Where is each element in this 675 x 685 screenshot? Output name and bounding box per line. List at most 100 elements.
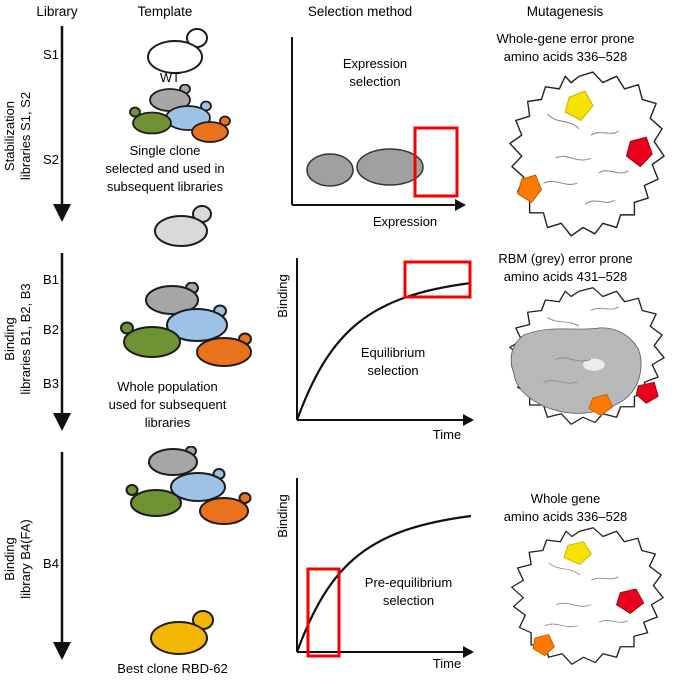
yeast-cell-green: [120, 321, 181, 358]
selection-title-pre-equilibrium: Pre-equilibrium selection: [346, 574, 471, 610]
column-header-selection-method: Selection method: [307, 4, 413, 19]
column-header-template: Template: [137, 4, 193, 19]
axis-arrowhead: [463, 414, 474, 426]
selection-title-line: Pre-equilibrium: [364, 575, 453, 590]
protein-structure-row1: [509, 71, 665, 237]
rbm-light-spot: [583, 358, 605, 371]
template-caption-whole-population: Whole population used for subsequent lib…: [100, 378, 235, 432]
selection-title-line: Expression: [342, 56, 408, 71]
side-label-binding-library-b4: Binding library B4(FA): [2, 474, 34, 644]
stage-label-s2: S2: [43, 152, 59, 167]
arrow-head: [53, 642, 71, 660]
structure-detail-line: [556, 602, 592, 607]
yeast-cell-grey: [148, 446, 198, 476]
axis-arrowhead: [463, 646, 474, 658]
structure-detail-line: [544, 623, 578, 627]
rbm-grey-region: [510, 327, 642, 414]
binding-curve: [295, 514, 472, 653]
structure-detail-line: [543, 180, 578, 185]
selection-title-line: Equilibrium: [360, 345, 426, 360]
structure-detail-line: [548, 562, 580, 576]
selection-title-expression: Expression selection: [315, 55, 435, 91]
structure-detail-line: [555, 155, 592, 161]
protein-structure-row3: [511, 527, 664, 665]
side-label-line: Stabilization: [2, 100, 17, 172]
side-label-stabilization-libraries: Stabilization libraries S1, S2: [2, 51, 34, 221]
caption-line: Single clone: [129, 143, 201, 158]
mutation-patch-yellow: [564, 90, 594, 122]
arrow-head: [53, 204, 71, 222]
caption-line: subsequent libraries: [106, 179, 224, 194]
mutagenesis-title-line: Whole gene: [530, 491, 601, 506]
mutation-patch-orange: [588, 393, 614, 417]
yeast-cell-light-grey: [154, 205, 212, 247]
x-axis-label-time: Time: [432, 656, 462, 671]
stage-label-b2: B2: [43, 322, 59, 337]
yeast-cell-orange: [196, 332, 252, 367]
protein-structure-row2: [509, 287, 665, 425]
structure-detail-line: [598, 620, 629, 623]
mutation-patch-red: [635, 381, 659, 404]
yeast-library-cluster-3: [125, 446, 252, 525]
wt-label: WT: [159, 70, 181, 85]
selected-clone-cell: [154, 205, 212, 247]
mutagenesis-title-line: Whole-gene error prone: [496, 31, 635, 46]
stage-label-b1: B1: [43, 272, 59, 287]
protein-structure-outline: [511, 527, 664, 665]
side-label-line: library B4(FA): [18, 519, 33, 599]
stage-arrow-binding-b123: [53, 253, 71, 431]
side-label-line: Binding: [2, 317, 17, 361]
yeast-cell-yellow: [150, 610, 214, 655]
side-label-line: libraries B1, B2, B3: [18, 283, 33, 395]
selection-window-box: [403, 260, 472, 299]
structure-detail-line: [590, 130, 619, 136]
x-axis-label-expression: Expression: [372, 214, 438, 229]
pre-equilibrium-selection-plot: [295, 478, 474, 658]
mutagenesis-title-rbm-error-prone: RBM (grey) error prone amino acids 431–5…: [473, 250, 658, 286]
mutation-patch-orange: [532, 633, 555, 657]
yeast-cell-orange: [199, 492, 252, 525]
wt-yeast-cell: [147, 28, 208, 74]
caption-line: selected and used in: [105, 161, 225, 176]
structure-detail-line: [547, 317, 580, 327]
equilibrium-selection-plot: [295, 258, 474, 426]
selection-window-box: [413, 126, 459, 198]
caption-line: libraries: [144, 415, 191, 430]
stage-arrow-stabilization: [53, 26, 71, 222]
expression-selection-plot: [291, 37, 466, 211]
structure-detail-line: [543, 380, 578, 384]
structure-detail-line: [555, 357, 592, 362]
yeast-library-cluster-2: [120, 282, 252, 367]
mutagenesis-title-line: amino acids 336–528: [503, 509, 628, 524]
mutation-patch-red: [625, 136, 653, 168]
axis-arrowhead: [455, 199, 466, 211]
yeast-cell-blue: [170, 468, 226, 502]
side-label-binding-libraries-b123: Binding libraries B1, B2, B3: [2, 254, 34, 424]
stage-label-s1: S1: [43, 47, 59, 62]
yeast-cell-blue: [166, 304, 228, 342]
y-axis-label-binding: Binding: [275, 274, 290, 318]
y-axis-label-binding: Binding: [275, 494, 290, 538]
mutagenesis-title-whole-gene: Whole gene amino acids 336–528: [473, 490, 658, 526]
x-axis-label-time: Time: [432, 427, 462, 442]
template-caption-best-clone: Best clone RBD-62: [117, 661, 228, 676]
best-clone-cell: [150, 610, 214, 655]
yeast-library-cluster-1: [129, 84, 231, 143]
selection-title-line: selection: [367, 363, 419, 378]
mutagenesis-title-whole-gene-error-prone: Whole-gene error prone amino acids 336–5…: [473, 30, 658, 66]
stage-arrow-binding-b4: [53, 452, 71, 660]
structure-detail-line: [591, 576, 619, 581]
column-header-mutagenesis: Mutagenesis: [526, 4, 604, 19]
arrow-head: [53, 413, 71, 431]
yeast-cell-wt: [147, 28, 208, 74]
mutagenesis-title-line: amino acids 336–528: [503, 49, 628, 64]
selection-title-equilibrium: Equilibrium selection: [333, 344, 453, 380]
structure-detail-line: [584, 199, 615, 205]
side-label-line: libraries S1, S2: [18, 91, 33, 181]
mutation-patch-red: [615, 588, 645, 615]
mutagenesis-title-line: amino acids 431–528: [503, 269, 628, 284]
caption-line: Whole population: [117, 379, 218, 394]
stage-label-b3: B3: [43, 376, 59, 391]
binding-curve: [295, 281, 472, 421]
